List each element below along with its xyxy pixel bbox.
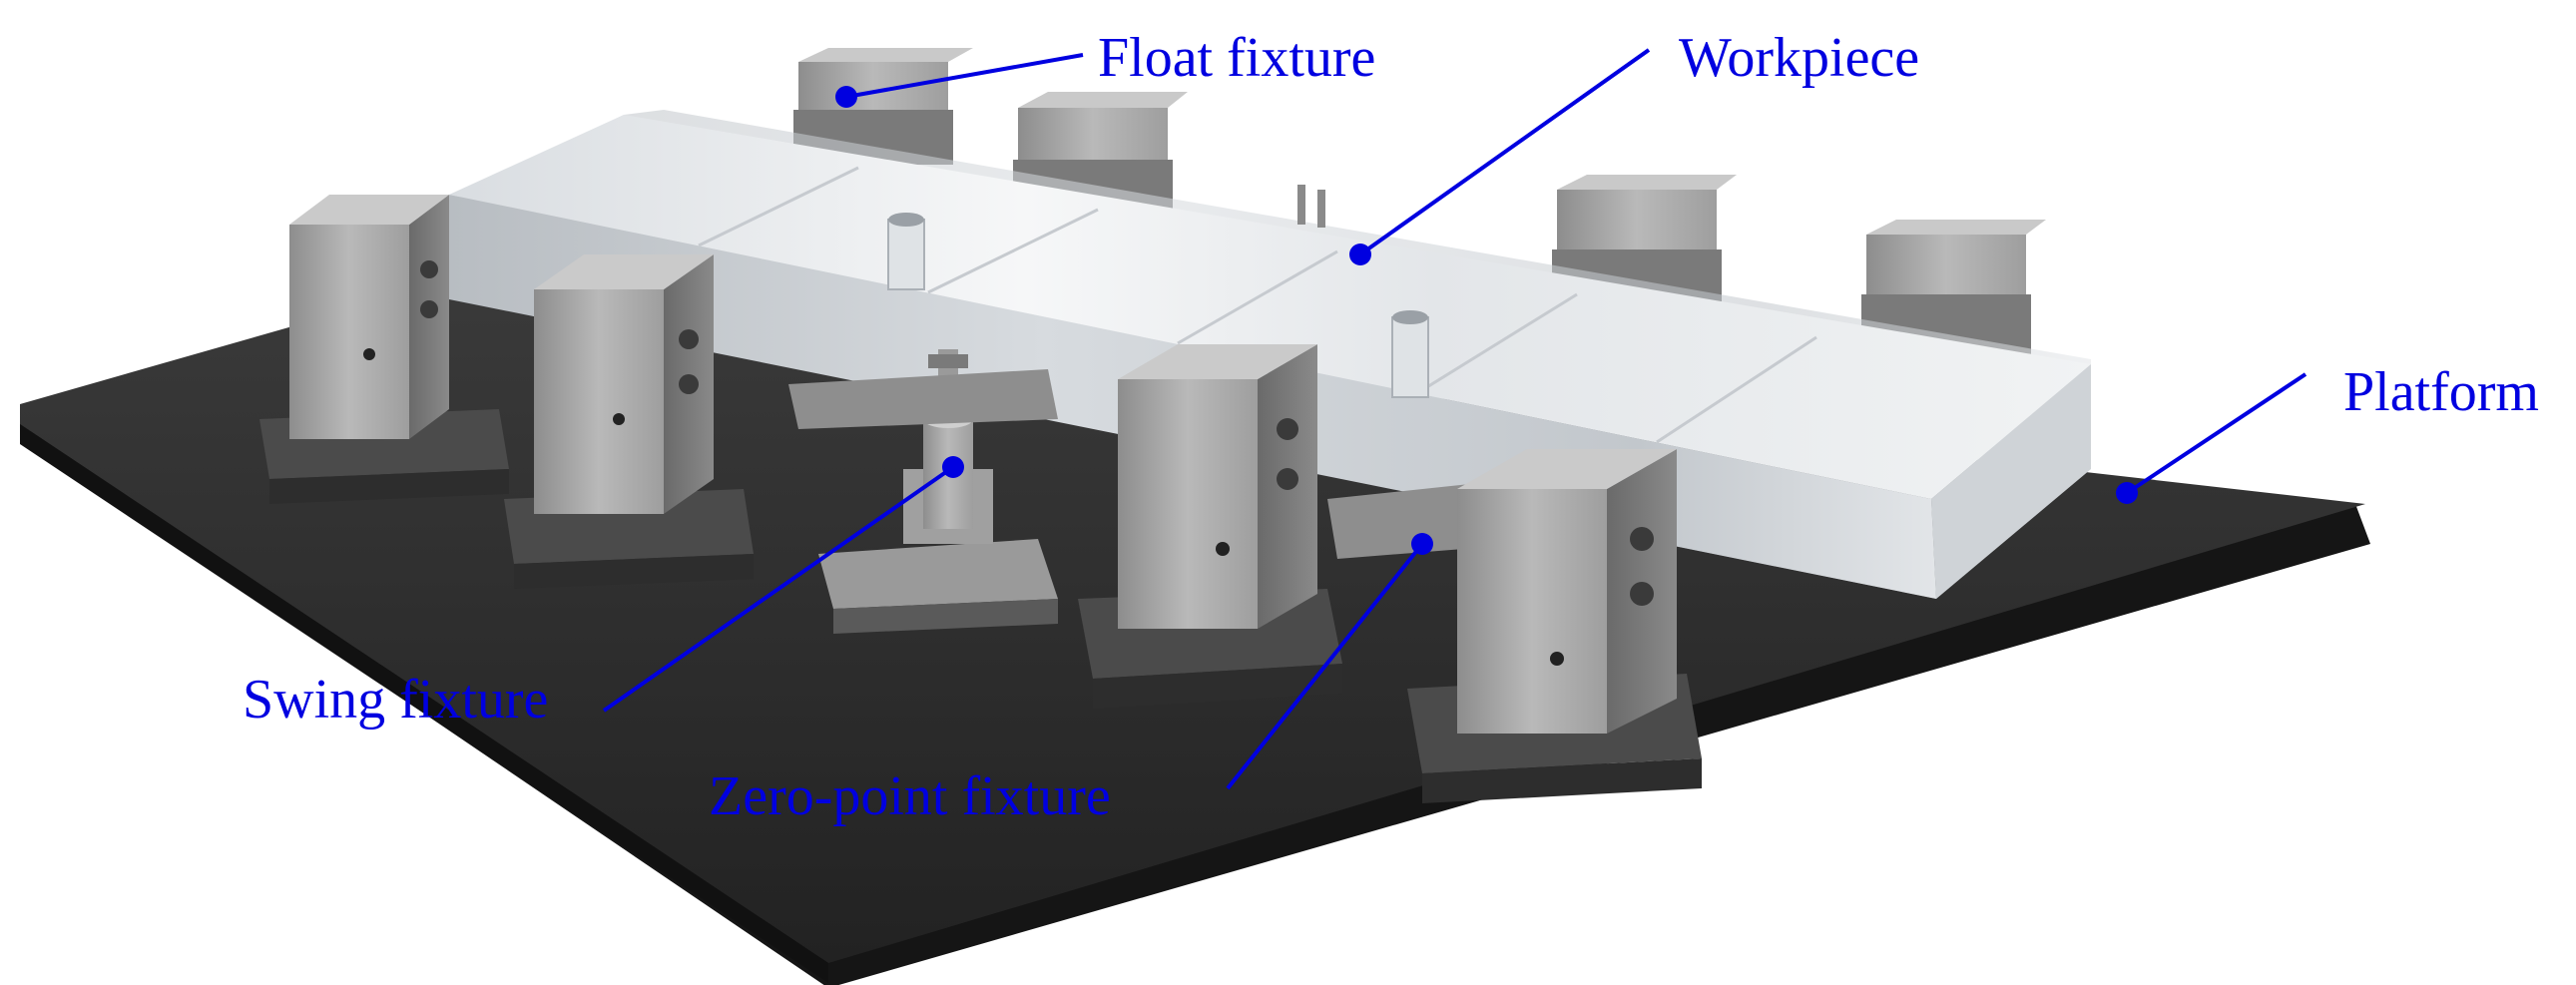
leader-platform [2116,372,2308,504]
side-fixture-2 [504,254,754,589]
leader-zero-point-fixture [1226,533,1433,790]
label-swing-fixture: Swing fixture [243,669,549,731]
label-platform: Platform [2343,361,2539,423]
marker-workpiece [1349,244,1371,265]
leader-float-fixture [835,53,1084,108]
marker-float-fixture [835,86,857,108]
label-float-fixture: Float fixture [1098,27,1376,89]
label-zero-point-fixture: Zero-point fixture [709,765,1111,827]
leader-swing-fixture [602,456,964,713]
leader-workpiece [1349,48,1651,265]
swing-fixture [818,349,1058,634]
side-fixture-1 [259,195,509,504]
side-fixture-4 [1407,449,1702,803]
side-fixture-3 [1078,344,1342,709]
label-workpiece: Workpiece [1679,27,1920,89]
marker-swing-fixture [942,456,964,478]
marker-platform [2116,482,2138,504]
marker-zero-point-fixture [1411,533,1433,555]
